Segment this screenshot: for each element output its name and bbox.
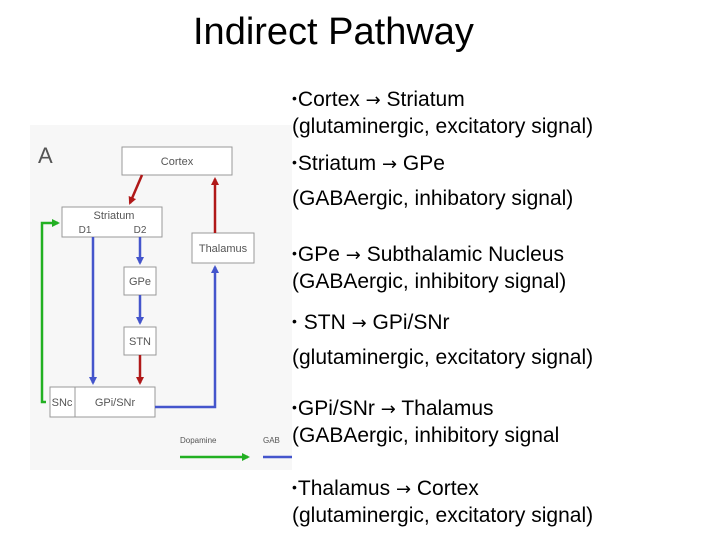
gpi-snr-box xyxy=(74,386,156,418)
basal-ganglia-diagram: A Cortex Striatum D1 D2 GPe STN Thalamus… xyxy=(30,125,292,470)
cortex-to-striatum-arrow xyxy=(128,174,144,205)
snc-box xyxy=(49,386,76,418)
bullet-detail: (GABAergic, inhibitory signal xyxy=(292,424,560,447)
bullet-item: •GPi/SNr → Thalamus (GABAergic, inhibito… xyxy=(292,396,559,449)
bullet-from: GPi/SNr xyxy=(297,397,375,420)
bullet-to: GPe xyxy=(402,152,445,175)
bullet-item: • STN → GPi/SNr (glutaminergic, excitato… xyxy=(292,310,593,371)
right-arrow-icon: → xyxy=(395,479,412,500)
bullet-dot-icon: • xyxy=(292,154,297,170)
cortex-label: Cortex xyxy=(161,156,194,168)
gpe-label: GPe xyxy=(129,276,151,288)
right-arrow-icon: → xyxy=(365,90,381,111)
bullet-to: Subthalamic Nucleus xyxy=(366,243,564,266)
thalamus-box xyxy=(191,232,255,264)
d1-label: D1 xyxy=(79,225,92,236)
bullet-dot-icon: • xyxy=(292,245,297,261)
bullet-detail: (GABAergic, inhibitory signal) xyxy=(292,270,567,293)
bullet-dot-icon: • xyxy=(292,90,297,106)
legend-gaba-label: GAB xyxy=(263,436,280,445)
bullet-to: Cortex xyxy=(416,477,479,500)
legend-dopamine-label: Dopamine xyxy=(180,436,217,445)
panel-label: A xyxy=(38,143,53,168)
bullet-to: Striatum xyxy=(386,88,465,111)
slide-title: Indirect Pathway xyxy=(193,11,474,53)
d2-label: D2 xyxy=(134,225,147,236)
gpi-snr-label: GPi/SNr xyxy=(95,397,136,409)
bullet-item: •GPe → Subthalamic Nucleus (GABAergic, i… xyxy=(292,242,566,295)
gpi-to-thalamus-arrow xyxy=(155,265,219,409)
striatum-box xyxy=(61,206,163,238)
right-arrow-icon: → xyxy=(345,245,361,266)
bullet-from: Thalamus xyxy=(297,477,391,500)
bullet-detail: (GABAergic, inhibatory signal) xyxy=(292,187,574,210)
bullet-from: GPe xyxy=(297,243,340,266)
bullet-item: •Cortex → Striatum (glutaminergic, excit… xyxy=(292,87,593,140)
bullet-from: STN xyxy=(297,311,346,334)
bullet-dot-icon: • xyxy=(292,479,297,495)
snc-label: SNc xyxy=(52,397,73,409)
bullet-to: GPi/SNr xyxy=(372,311,450,334)
bullet-detail: (glutaminergic, excitatory signal) xyxy=(292,504,594,527)
bullet-detail: (glutaminergic, excitatory signal) xyxy=(292,346,594,369)
bullet-item: •Striatum → GPe (GABAergic, inhibatory s… xyxy=(292,151,573,212)
right-arrow-icon: → xyxy=(380,399,396,420)
stn-label: STN xyxy=(129,336,151,348)
striatum-label: Striatum xyxy=(94,210,135,222)
bullet-from: Cortex xyxy=(297,88,360,111)
bullet-to: Thalamus xyxy=(401,397,494,420)
bullet-item: •Thalamus → Cortex (glutaminergic, excit… xyxy=(292,476,593,529)
thalamus-label: Thalamus xyxy=(199,243,248,255)
bullet-dot-icon: • xyxy=(292,313,297,329)
cortex-box xyxy=(121,146,233,176)
right-arrow-icon: → xyxy=(381,154,398,175)
right-arrow-icon: → xyxy=(351,313,367,334)
bullet-from: Striatum xyxy=(297,152,377,175)
bullet-detail: (glutaminergic, excitatory signal) xyxy=(292,115,594,138)
snc-to-striatum-arrow xyxy=(40,219,60,404)
bullet-dot-icon: • xyxy=(292,399,297,415)
